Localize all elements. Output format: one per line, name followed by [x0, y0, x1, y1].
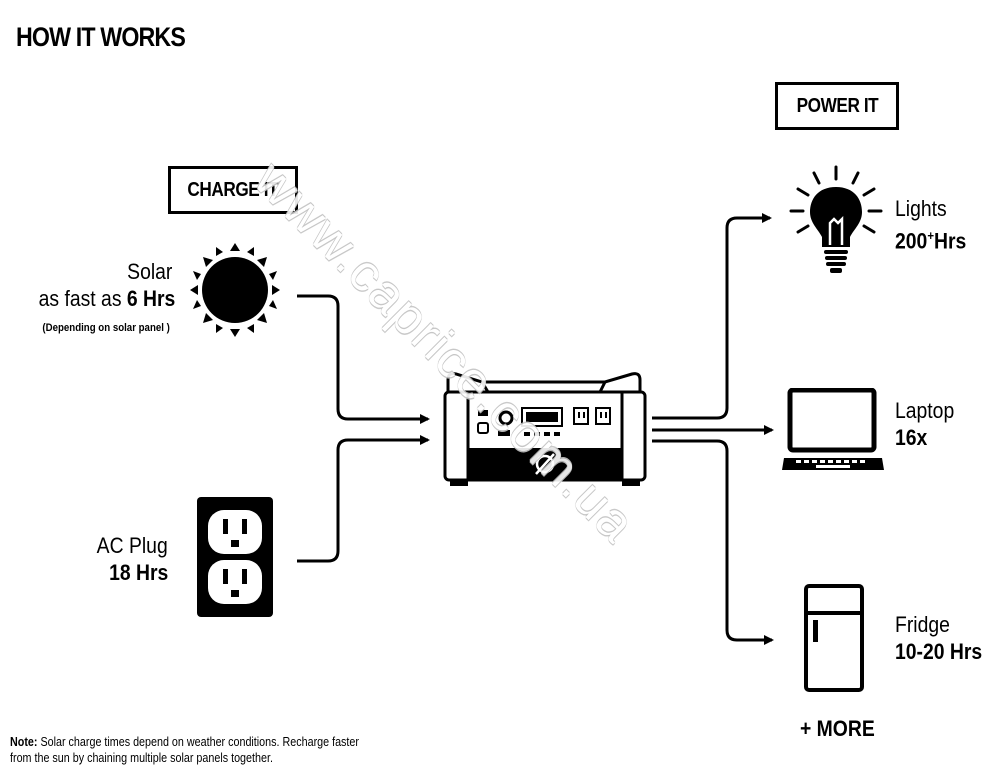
lights-value: 200	[895, 228, 928, 254]
note-line1: Solar charge times depend on weather con…	[37, 735, 359, 749]
solar-time-prefix: as fast as	[38, 286, 127, 311]
solar-time-value: 6 Hrs	[126, 286, 176, 311]
laptop-label: Laptop 16x	[895, 397, 962, 451]
arrow-ac-to-station	[297, 435, 430, 563]
solar-label: Solar as fast as 6 Hrs	[20, 258, 176, 312]
fridge-name: Fridge	[895, 612, 950, 637]
note-line2: from the sun by chaining multiple solar …	[10, 751, 273, 765]
laptop-icon	[782, 388, 884, 470]
fridge-label: Fridge 10-20 Hrs	[895, 611, 994, 665]
arrow-solar-to-station	[297, 294, 430, 424]
solar-footnote-wrap: (Depending on solar panel )	[0, 318, 170, 336]
arrow-station-to-fridge	[652, 439, 774, 645]
laptop-name: Laptop	[895, 398, 955, 423]
note-lead: Note:	[10, 735, 38, 749]
lights-plus: +	[927, 228, 934, 243]
lights-name: Lights	[895, 196, 947, 221]
solar-footnote: (Depending on solar panel )	[42, 322, 170, 334]
outlet-icon	[197, 497, 273, 617]
page-title: HOW IT WORKS	[16, 22, 186, 52]
power-it-tag: POWER IT	[775, 82, 899, 130]
fridge-value: 10-20 Hrs	[895, 639, 983, 664]
bulb-icon	[789, 165, 883, 273]
arrow-station-to-lights	[652, 213, 772, 420]
footnote: Note: Solar charge times depend on weath…	[10, 734, 359, 766]
more-text: + MORE	[800, 716, 875, 741]
power-station-icon	[443, 372, 647, 486]
charge-it-tag: CHARGE IT	[168, 166, 298, 214]
solar-name: Solar	[126, 259, 172, 284]
charge-it-label: CHARGE IT	[187, 178, 279, 201]
lights-unit: Hrs	[933, 228, 967, 254]
ac-plug-label: AC Plug 18 Hrs	[40, 532, 168, 586]
more-label: + MORE	[800, 715, 885, 742]
lights-label: Lights 200+Hrs	[895, 195, 976, 254]
sun-icon	[190, 243, 280, 337]
ac-plug-time: 18 Hrs	[108, 560, 168, 585]
laptop-value: 16x	[895, 425, 928, 450]
power-it-label: POWER IT	[796, 94, 878, 117]
ac-plug-name: AC Plug	[96, 533, 168, 558]
fridge-icon	[804, 584, 864, 692]
